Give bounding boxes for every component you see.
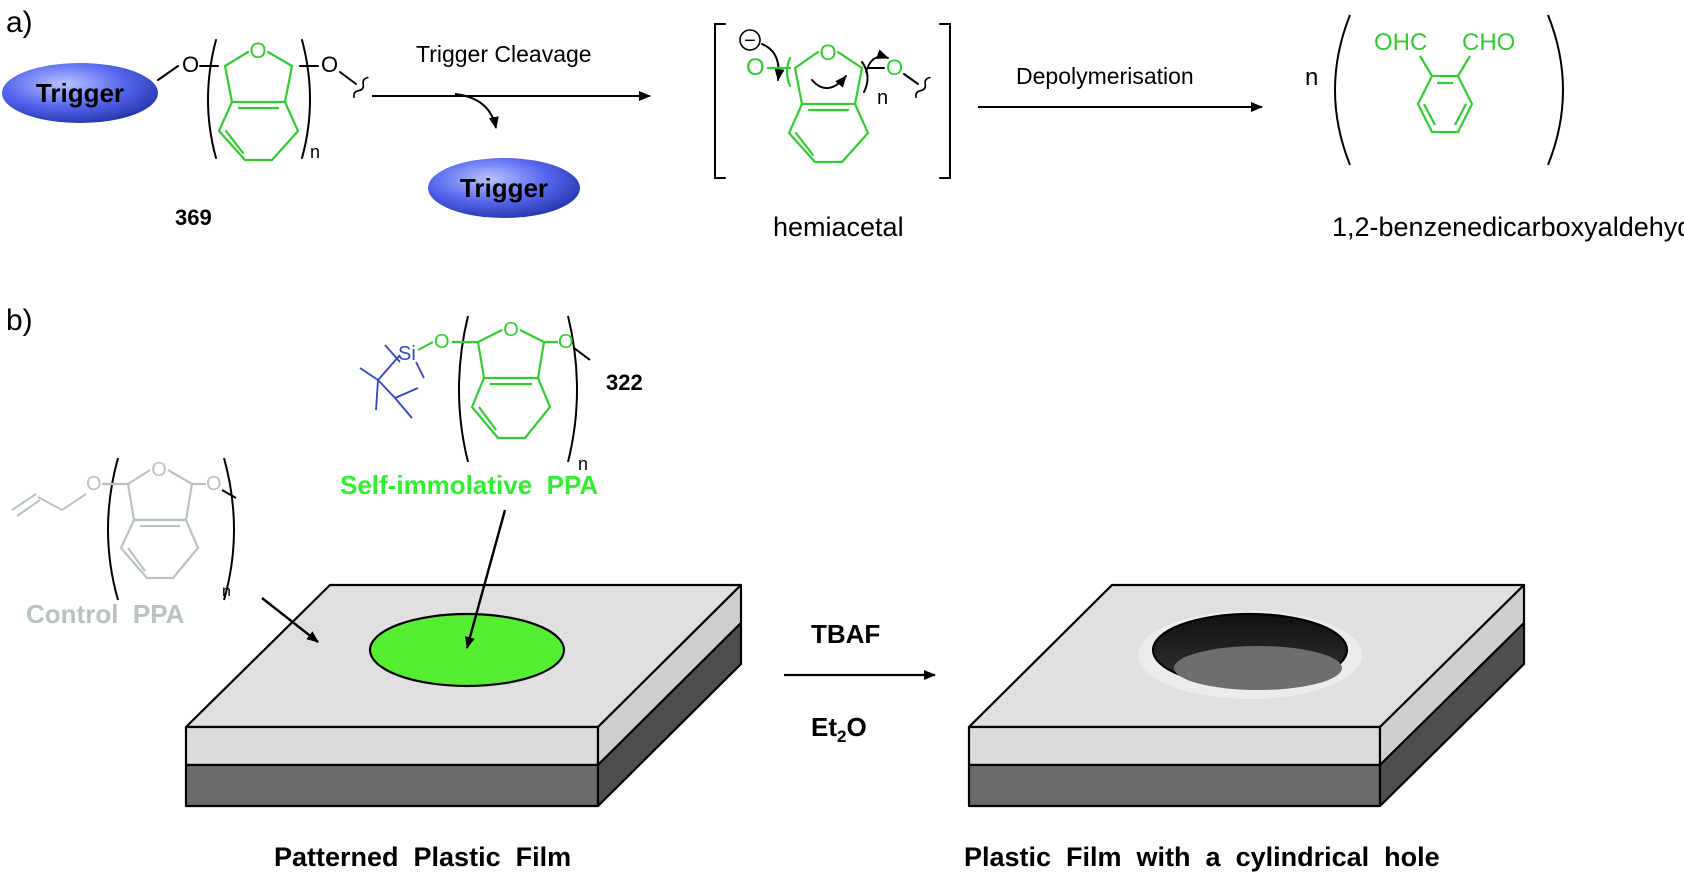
patterned-film-caption: Patterned Plastic Film bbox=[274, 842, 571, 872]
product-structure: n OHC CHO bbox=[1305, 14, 1564, 166]
hemiacetal-structure: − O O n O bbox=[714, 23, 951, 179]
panel-a-label: a) bbox=[6, 6, 33, 39]
patterned-plastic-film bbox=[184, 583, 743, 808]
polymer-369-structure: O O n O bbox=[157, 38, 369, 162]
film-with-hole bbox=[967, 583, 1526, 808]
hole-film-caption: Plastic Film with a cylindrical hole bbox=[964, 842, 1440, 872]
cho-right: CHO bbox=[1462, 29, 1515, 56]
product-label: 1,2-benzenedicarboxyaldehyde bbox=[1332, 212, 1684, 242]
control-ppa-label: Control PPA bbox=[26, 599, 185, 629]
film-right-front-lower bbox=[967, 763, 1382, 808]
o-linker-left: O bbox=[182, 52, 199, 77]
hemi-o-right: O bbox=[886, 55, 903, 80]
pointer-arrows bbox=[261, 509, 507, 649]
cho-left: OHC bbox=[1374, 29, 1427, 56]
film-right-front-upper bbox=[967, 725, 1382, 767]
trigger-ellipse: Trigger bbox=[2, 63, 158, 123]
control-o-ring: O bbox=[151, 459, 167, 481]
tbs-o-ring: O bbox=[503, 319, 519, 341]
control-o-left: O bbox=[86, 473, 102, 495]
tbs-o-left: O bbox=[434, 331, 450, 353]
hemiacetal-label: hemiacetal bbox=[773, 212, 904, 242]
o-linker-right: O bbox=[321, 52, 338, 77]
film-right-side-lower bbox=[1378, 621, 1526, 808]
polymer-322-number: 322 bbox=[606, 370, 643, 395]
product-coefficient: n bbox=[1305, 64, 1318, 91]
o-ring: O bbox=[249, 38, 266, 63]
released-trigger-label: Trigger bbox=[460, 173, 548, 203]
n-subscript: n bbox=[310, 142, 320, 162]
minus-sign: − bbox=[744, 30, 756, 52]
tbs-si: Si bbox=[398, 343, 416, 365]
self-immolative-patch bbox=[368, 612, 566, 688]
polymer-369-number: 369 bbox=[175, 205, 212, 230]
control-ppa-structure: O O O n bbox=[11, 457, 237, 601]
tbs-n: n bbox=[578, 454, 588, 474]
film-left-front-upper bbox=[184, 725, 600, 767]
control-n: n bbox=[222, 583, 231, 600]
trigger-cleavage-label: Trigger Cleavage bbox=[416, 41, 592, 67]
hemi-n: n bbox=[877, 87, 888, 109]
released-trigger-ellipse: Trigger bbox=[428, 158, 580, 218]
hemi-o-ring: O bbox=[819, 40, 836, 65]
tbs-o-right: O bbox=[558, 331, 574, 353]
trigger-cleavage-arrow bbox=[372, 91, 651, 129]
film-left-side-lower bbox=[596, 621, 743, 808]
trigger-label: Trigger bbox=[36, 78, 124, 108]
film-left-front-lower bbox=[184, 763, 600, 808]
reagent-ether: Et2O bbox=[811, 712, 867, 746]
hemi-o-anion: O bbox=[746, 54, 765, 81]
depolymerisation-label: Depolymerisation bbox=[1016, 63, 1194, 89]
reagent-tbaf: TBAF bbox=[811, 619, 880, 649]
panel-b-label: b) bbox=[6, 304, 33, 337]
self-immolative-ppa-label: Self-immolative PPA bbox=[340, 470, 598, 500]
tbs-polymer-322-structure: Si O O O n bbox=[359, 315, 591, 474]
hole-floor bbox=[1174, 646, 1342, 690]
control-o-right: O bbox=[206, 473, 222, 495]
